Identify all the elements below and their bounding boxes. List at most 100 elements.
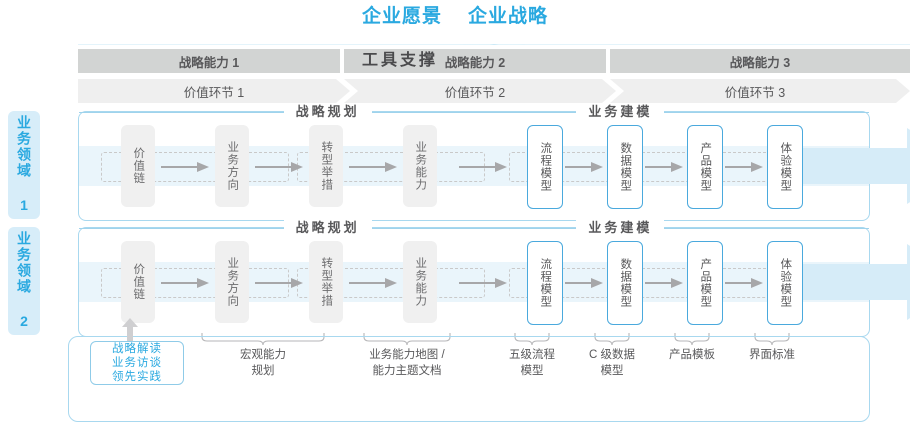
capability-cell-1: 战略能力 1 xyxy=(78,49,340,73)
row-1-node-7[interactable]: 产品模型 xyxy=(687,125,723,209)
row-1-node-4-label: 业务能力 xyxy=(414,141,427,191)
capability-cell-2: 战略能力 2 xyxy=(344,49,606,73)
value-cell-3-label: 价值环节 3 xyxy=(724,85,786,100)
tool-support-label: 工具支撑 xyxy=(361,52,438,69)
value-cell-1: 价值环节 1 xyxy=(78,79,350,103)
row-1-node-7-label: 产品模型 xyxy=(699,142,712,192)
row-1-arrow-3 xyxy=(349,162,397,172)
row-2-section-modeling: 业务建模 xyxy=(576,219,665,237)
row-2-node-6[interactable]: 数据模型 xyxy=(607,241,643,325)
brace-process-model xyxy=(514,333,550,346)
row-1-arrow-2 xyxy=(255,162,303,172)
row-2-node-2-label: 业务方向 xyxy=(226,257,239,307)
row-1-arrow-7 xyxy=(725,162,763,172)
row-2-node-8[interactable]: 体验模型 xyxy=(767,241,803,325)
row-1-node-5[interactable]: 流程模型 xyxy=(527,125,563,209)
title-vision: 企业愿景 xyxy=(361,6,442,27)
brace-product-template xyxy=(674,333,710,346)
row-2-node-5[interactable]: 流程模型 xyxy=(527,241,563,325)
row-2-node-6-label: 数据模型 xyxy=(619,258,632,308)
row-2-head-line-right xyxy=(664,227,869,229)
row-2-flow-arrow xyxy=(779,244,910,320)
capability-cell-3: 战略能力 3 xyxy=(610,49,910,73)
row-1-arrow-4 xyxy=(459,162,507,172)
row-1-node-1-label: 价值链 xyxy=(132,147,145,185)
tool-support-container xyxy=(68,336,870,422)
bottom-label-product-template: 产品模板 xyxy=(669,349,715,361)
row-1-node-6[interactable]: 数据模型 xyxy=(607,125,643,209)
row-1-section-headers: 战略规划 业务建模 xyxy=(79,103,869,121)
row-1-head-line-right xyxy=(664,111,869,113)
row-2-node-4[interactable]: 业务能力 xyxy=(403,241,437,323)
strategic-capability-band: 战略能力 1 战略能力 2 战略能力 3 xyxy=(78,49,910,73)
row-2-arrow-4 xyxy=(459,278,507,288)
brace-macro-capability xyxy=(201,333,325,346)
row-1-node-3[interactable]: 转型举措 xyxy=(309,125,343,207)
row-1-node-4[interactable]: 业务能力 xyxy=(403,125,437,207)
title-underline-chevron xyxy=(78,44,910,45)
row-1-node-8[interactable]: 体验模型 xyxy=(767,125,803,209)
strategy-interpretation-box[interactable]: 战略解读 业务访谈 领先实践 xyxy=(90,341,184,385)
row-1-section-planning: 战略规划 xyxy=(283,103,372,121)
brace-ui-standard xyxy=(754,333,790,346)
row-2-node-5-label: 流程模型 xyxy=(539,258,552,308)
domain-tag-1: 业务领域 1 xyxy=(8,111,40,219)
row-2-arrow-7 xyxy=(725,278,763,288)
domain-row-1: 价值链 业务方向 转型举措 业务能力 流程模型 数据模型 产品模型 体验模型 战… xyxy=(78,103,910,221)
row-1-node-1[interactable]: 价值链 xyxy=(121,125,155,207)
strategy-box-line-2: 业务访谈 xyxy=(112,357,162,369)
row-2-node-7[interactable]: 产品模型 xyxy=(687,241,723,325)
row-2-arrow-5 xyxy=(565,278,603,288)
row-2-node-3[interactable]: 转型举措 xyxy=(309,241,343,323)
row-2-node-3-label: 转型举措 xyxy=(320,257,333,307)
brace-data-model xyxy=(594,333,630,346)
domain-row-2: 价值链 业务方向 转型举措 业务能力 流程模型 数据模型 产品模型 体验模型 战… xyxy=(78,219,910,337)
strategy-box-line-3: 领先实践 xyxy=(112,371,162,384)
row-2-node-1[interactable]: 价值链 xyxy=(121,241,155,323)
row-1-arrow-6 xyxy=(645,162,683,172)
row-2-arrow-2 xyxy=(255,278,303,288)
row-2-node-7-label: 产品模型 xyxy=(699,258,712,308)
row-1-head-line-mid xyxy=(371,111,577,113)
domain-tag-1-label: 业务领域 1 xyxy=(16,115,32,215)
brace-capability-map xyxy=(363,333,451,346)
row-2-section-planning: 战略规划 xyxy=(283,219,372,237)
row-2-node-8-label: 体验模型 xyxy=(779,258,792,308)
row-1-node-5-label: 流程模型 xyxy=(539,142,552,192)
title-strategy: 企业战略 xyxy=(468,6,549,27)
bottom-label-capability-map: 业务能力地图 / 能力主题文档 xyxy=(369,349,445,377)
bottom-label-process-model: 五级流程 模型 xyxy=(509,349,555,377)
value-chain-band: 价值环节 1 价值环节 2 价值环节 3 xyxy=(78,79,910,103)
row-1-head-line-left xyxy=(79,111,284,113)
value-cell-3: 价值环节 3 xyxy=(610,79,910,103)
row-1-node-2-label: 业务方向 xyxy=(226,141,239,191)
domain-tag-2: 业务领域 2 xyxy=(8,227,40,335)
row-1-node-6-label: 数据模型 xyxy=(619,142,632,192)
row-1-section-modeling: 业务建模 xyxy=(576,103,665,121)
value-cell-2-label: 价值环节 2 xyxy=(444,85,506,100)
strategy-up-arrow-icon xyxy=(122,318,138,344)
row-2-node-4-label: 业务能力 xyxy=(414,257,427,307)
row-1-arrow-5 xyxy=(565,162,603,172)
row-1-node-2[interactable]: 业务方向 xyxy=(215,125,249,207)
diagram-title: 企业愿景 企业战略 xyxy=(0,4,910,30)
row-2-arrow-1 xyxy=(161,278,209,288)
row-2-node-2[interactable]: 业务方向 xyxy=(215,241,249,323)
bottom-label-ui-standard: 界面标准 xyxy=(749,349,795,361)
domain-tag-2-label: 业务领域 2 xyxy=(16,231,32,331)
row-2-node-1-label: 价值链 xyxy=(132,263,145,301)
row-1-node-3-label: 转型举措 xyxy=(320,141,333,191)
row-1-flow-arrow xyxy=(779,128,910,204)
value-cell-2: 价值环节 2 xyxy=(344,79,616,103)
row-2-section-headers: 战略规划 业务建模 xyxy=(79,219,869,237)
row-2-arrow-3 xyxy=(349,278,397,288)
row-2-head-line-left xyxy=(79,227,284,229)
bottom-label-macro-capability: 宏观能力 规划 xyxy=(240,349,286,377)
bottom-label-data-model: C 级数据 模型 xyxy=(589,349,635,377)
row-1-node-8-label: 体验模型 xyxy=(779,142,792,192)
value-cell-1-label: 价值环节 1 xyxy=(183,85,245,100)
strategy-box-line-1: 战略解读 xyxy=(112,342,162,355)
row-2-arrow-6 xyxy=(645,278,683,288)
row-2-head-line-mid xyxy=(371,227,577,229)
